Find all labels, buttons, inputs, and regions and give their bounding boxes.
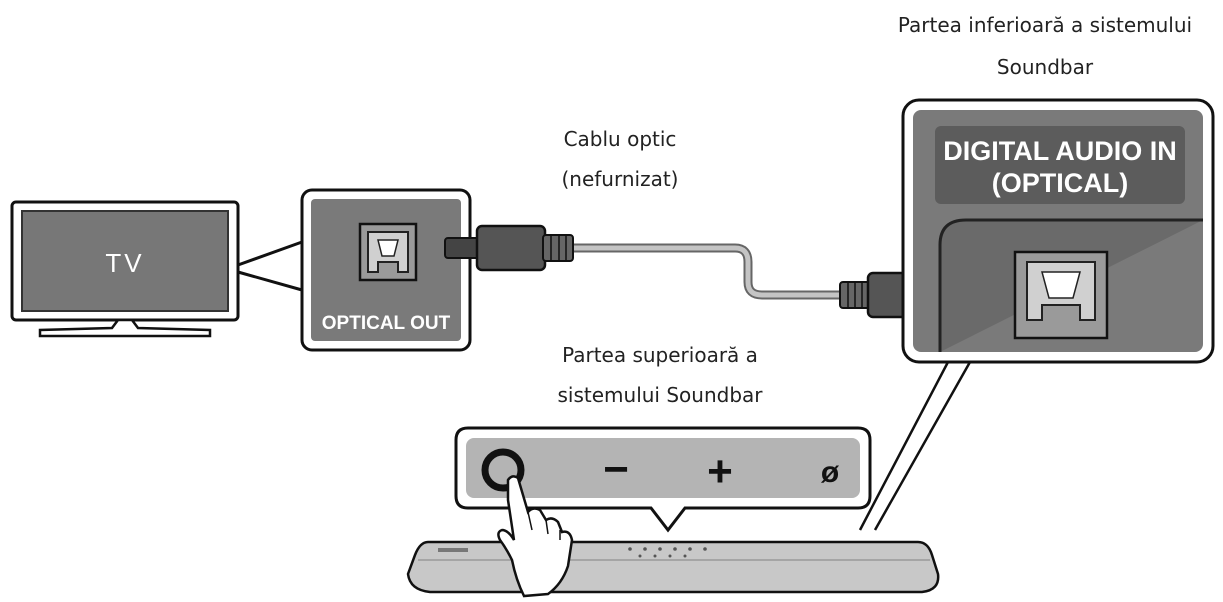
pointing-hand-icon bbox=[497, 475, 574, 598]
volume-up-button: + bbox=[707, 447, 733, 496]
cable-caption-line1: Cablu optic bbox=[563, 127, 677, 151]
bottom-panel-caption-line1: Partea inferioară a sistemului bbox=[897, 13, 1193, 37]
cable-connector-left bbox=[444, 224, 574, 272]
digital-audio-in-line2: (OPTICAL) bbox=[992, 168, 1128, 198]
cable-caption-line2: (nefurnizat) bbox=[561, 167, 679, 191]
soundbar bbox=[406, 540, 940, 594]
top-panel-caption-line1: Partea superioară a bbox=[562, 343, 758, 367]
mic-off-button: ø bbox=[821, 456, 840, 489]
bottom-panel-caption-line2: Soundbar bbox=[996, 55, 1094, 79]
top-panel-caption-line2: sistemului Soundbar bbox=[557, 383, 763, 407]
optical-out-label: OPTICAL OUT bbox=[322, 313, 451, 334]
digital-audio-in-panel: DIGITAL AUDIO IN (OPTICAL) bbox=[901, 98, 1215, 364]
power-button-icon bbox=[481, 448, 525, 492]
tv-stand bbox=[38, 318, 212, 338]
rear-panel-pointer bbox=[858, 361, 972, 531]
tv-set: TV bbox=[10, 200, 240, 338]
optical-out-panel: OPTICAL OUT bbox=[300, 188, 472, 352]
tv-screen bbox=[21, 210, 229, 312]
optical-cable bbox=[567, 243, 847, 300]
soundbar-top-panel: − + ø bbox=[454, 426, 872, 533]
optical-port-icon bbox=[358, 222, 418, 282]
digital-audio-in-line1: DIGITAL AUDIO IN bbox=[943, 136, 1177, 166]
volume-down-button: − bbox=[603, 445, 629, 494]
tv-callout-pointer bbox=[237, 240, 303, 292]
optical-port-icon bbox=[1013, 250, 1109, 340]
tv-label: TV bbox=[105, 248, 144, 278]
